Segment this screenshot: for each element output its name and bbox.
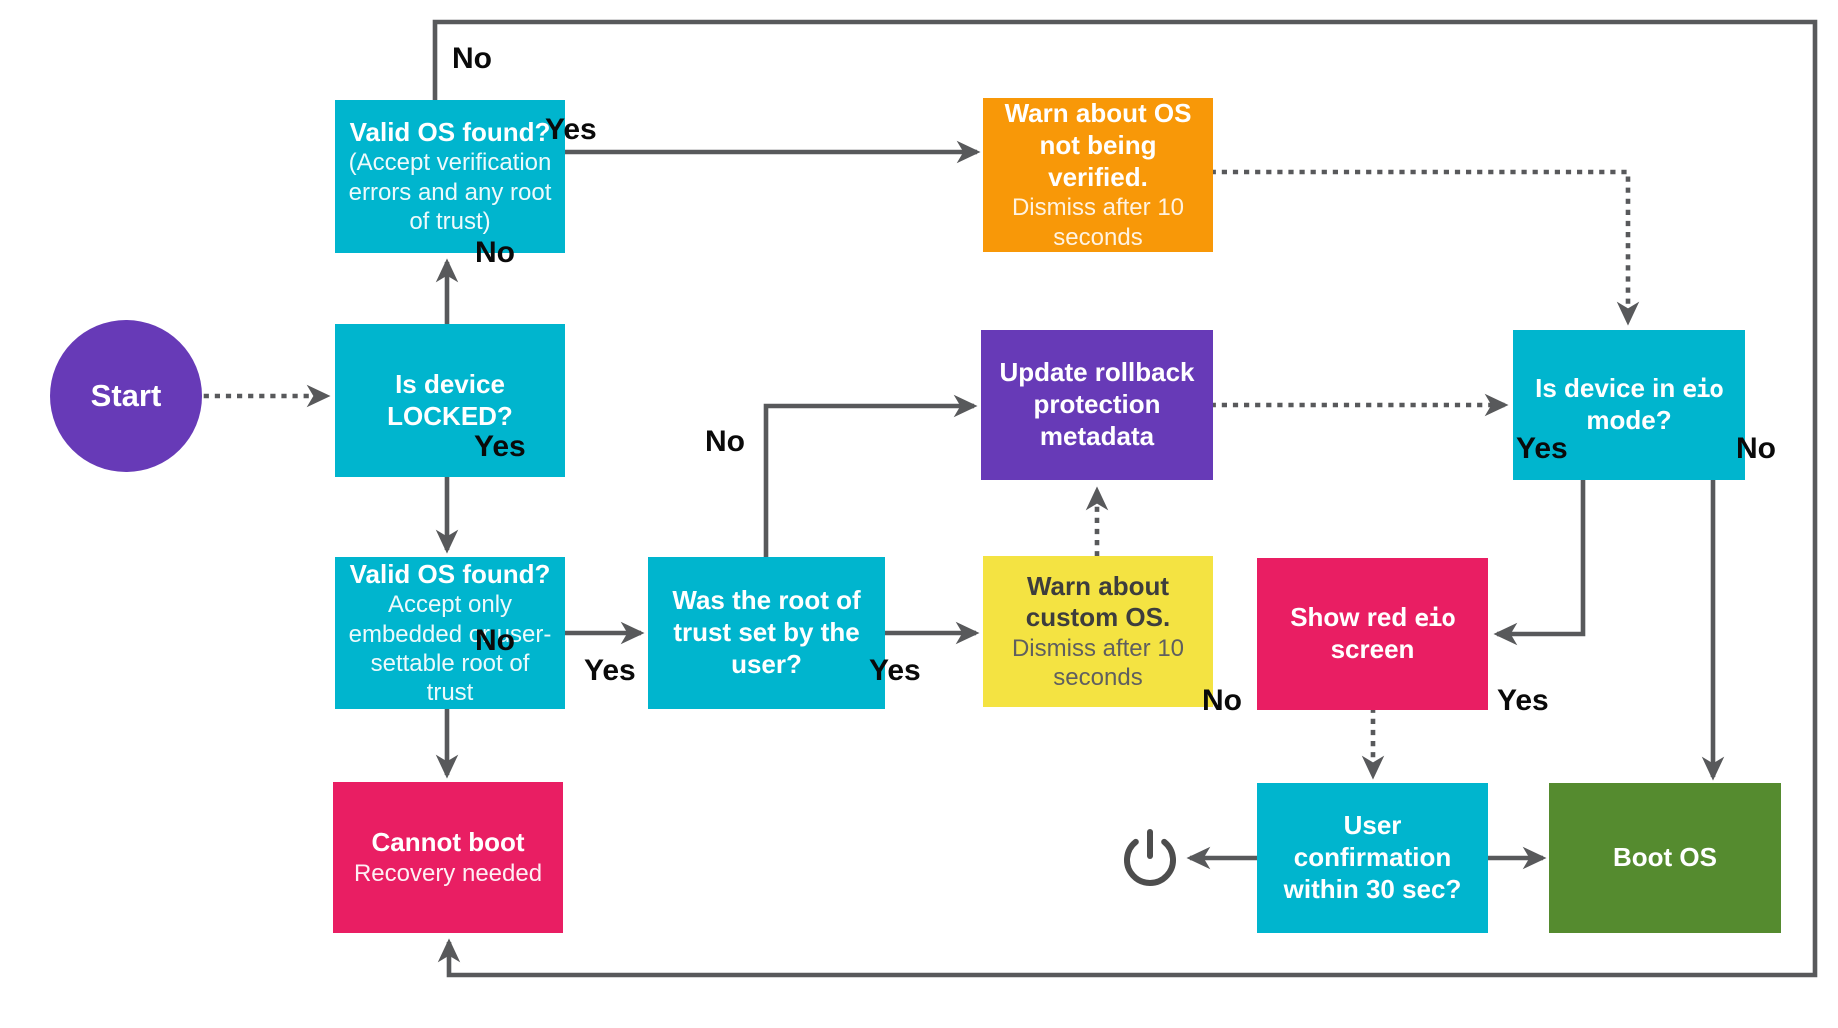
edge-label-no: No: [475, 236, 515, 269]
node-title: Valid OS found?: [349, 558, 551, 589]
node-title: Is device in eio mode?: [1535, 373, 1724, 435]
node-valid-os-embedded-root: Valid OS found? Accept only embedded or …: [335, 557, 565, 709]
node-title: Warn about custom OS.: [1025, 570, 1171, 633]
eio-code-text: eio: [1414, 604, 1455, 633]
node-subtitle: Recovery needed: [353, 859, 543, 887]
node-warn-custom-os: Warn about custom OS. Dismiss after 10 s…: [983, 556, 1213, 707]
node-boot-os: Boot OS: [1549, 783, 1781, 933]
node-subtitle: Dismiss after 10 seconds: [1011, 634, 1185, 692]
edge-label-yes: Yes: [869, 654, 921, 687]
node-title: Boot OS: [1613, 842, 1717, 873]
edge-label-yes: Yes: [545, 113, 597, 146]
edge-label-yes: Yes: [584, 654, 636, 687]
node-subtitle: Dismiss after 10 seconds: [1011, 194, 1185, 251]
node-title: Warn about OS not being verified.: [1004, 98, 1192, 192]
node-title: Cannot boot: [371, 827, 525, 857]
node-show-red-eio-screen: Show red eio screen: [1257, 558, 1488, 710]
node-is-device-in-eio-mode: Is device in eio mode?: [1513, 330, 1745, 480]
start-label: Start: [90, 378, 162, 414]
node-user-confirmation: User confirmation within 30 sec?: [1257, 783, 1488, 933]
eio-code-text: eio: [1682, 375, 1724, 404]
power-icon: [1118, 826, 1182, 892]
edge-label-no: No: [1736, 432, 1776, 465]
node-cannot-boot: Cannot boot Recovery needed: [333, 782, 563, 933]
edge-label-yes: Yes: [1497, 684, 1549, 717]
node-update-rollback-metadata: Update rollback protection metadata: [981, 330, 1213, 480]
edge-label-no: No: [475, 624, 515, 657]
node-subtitle: Accept only embedded or user-settable ro…: [348, 591, 552, 707]
edge-label-no: No: [452, 42, 492, 75]
node-warn-os-not-verified: Warn about OS not being verified. Dismis…: [983, 98, 1213, 252]
node-title: Valid OS found?: [349, 116, 551, 147]
node-is-device-locked: Is device LOCKED?: [335, 324, 565, 477]
edge-label-no: No: [705, 425, 745, 458]
node-start: Start: [50, 320, 202, 472]
node-title: User confirmation within 30 sec?: [1283, 810, 1462, 904]
node-title: Is device LOCKED?: [387, 368, 513, 431]
node-root-of-trust-set-by-user: Was the root of trust set by the user?: [648, 557, 885, 709]
edge-label-no: No: [1202, 684, 1242, 717]
node-subtitle: (Accept verification errors and any root…: [348, 149, 552, 235]
node-title: Show red eio screen: [1290, 602, 1456, 664]
node-title: Was the root of trust set by the user?: [672, 585, 861, 679]
node-title: Update rollback protection metadata: [999, 357, 1195, 451]
node-valid-os-any-root: Valid OS found? (Accept verification err…: [335, 100, 565, 253]
edge-label-yes: Yes: [1516, 432, 1568, 465]
edge-label-yes: Yes: [474, 430, 526, 463]
